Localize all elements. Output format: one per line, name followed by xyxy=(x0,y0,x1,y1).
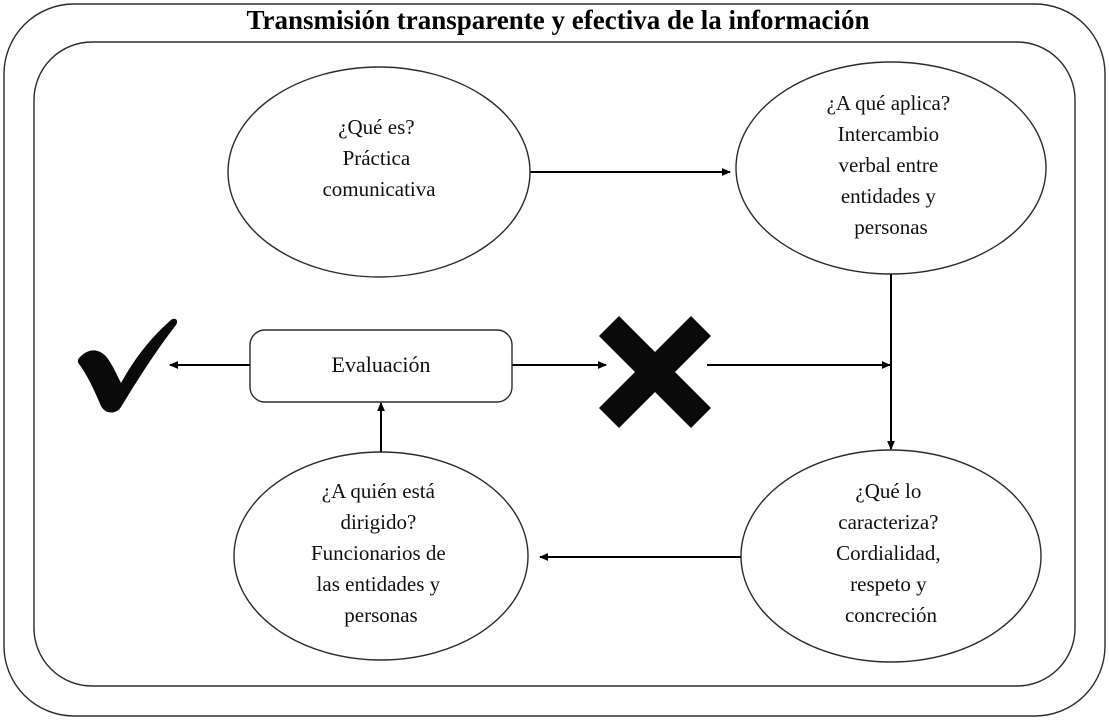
node-a-quien-esta-dirigido[interactable]: ¿A quién está dirigido? Funcionarios de … xyxy=(233,451,529,661)
node-evaluacion-shape xyxy=(249,329,513,403)
node-que-es-shape xyxy=(227,66,531,278)
node-a-quien-esta-dirigido-shape xyxy=(233,451,529,661)
node-que-lo-caracteriza-label: ¿Qué lo caracteriza? Cordialidad, respet… xyxy=(836,479,946,627)
node-que-lo-caracteriza-shape xyxy=(740,449,1042,663)
outer-rounded-frame xyxy=(3,3,1106,717)
node-a-que-aplica-label: ¿A qué aplica? Intercambio verbal entre … xyxy=(827,91,956,239)
node-a-que-aplica[interactable]: ¿A qué aplica? Intercambio verbal entre … xyxy=(735,61,1047,275)
node-que-es[interactable]: ¿Qué es? Práctica comunicativa xyxy=(227,66,531,278)
check-mark-icon xyxy=(77,318,178,413)
cross-mark-icon xyxy=(599,316,711,428)
diagram-title: Transmisión transparente y efectiva de l… xyxy=(247,5,870,35)
node-a-quien-esta-dirigido-label: ¿A quién está dirigido? Funcionarios de … xyxy=(311,479,451,627)
node-evaluacion[interactable]: Evaluación xyxy=(249,329,513,403)
inner-rounded-frame xyxy=(33,41,1076,687)
node-evaluacion-label: Evaluación xyxy=(332,352,431,377)
node-que-es-label: ¿Qué es? Práctica comunicativa xyxy=(322,115,436,201)
node-a-que-aplica-shape xyxy=(735,61,1047,275)
node-que-lo-caracteriza[interactable]: ¿Qué lo caracteriza? Cordialidad, respet… xyxy=(740,449,1042,663)
